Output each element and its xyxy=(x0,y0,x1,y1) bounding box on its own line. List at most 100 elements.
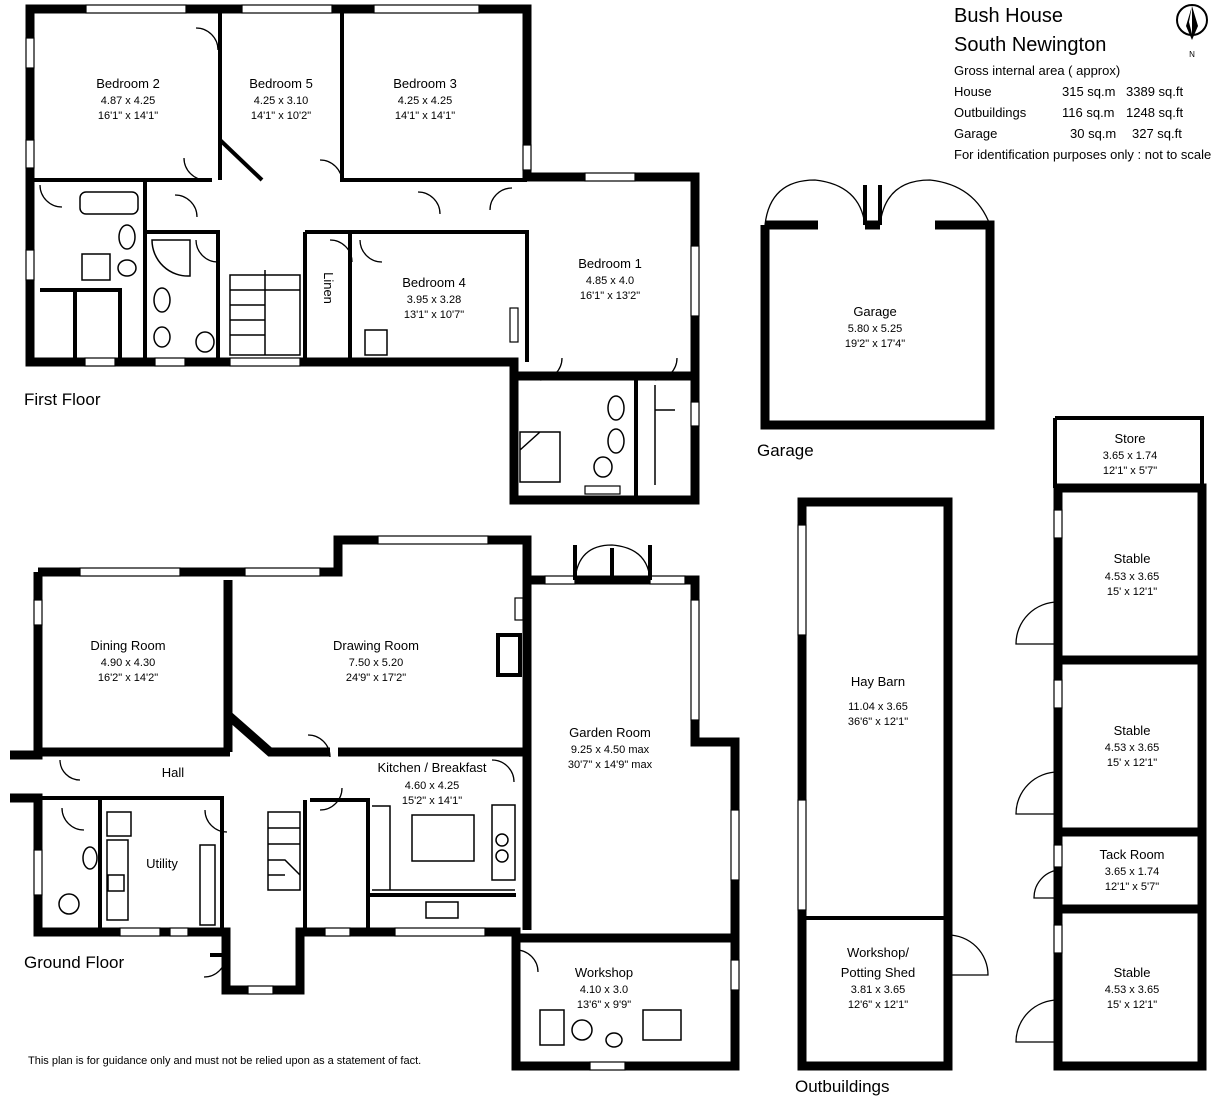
area-heading: Gross internal area ( approx) xyxy=(954,63,1120,78)
sink-icon xyxy=(364,329,388,356)
bath-icon xyxy=(79,191,139,215)
ensuite-wall xyxy=(509,376,700,505)
shower-icon xyxy=(106,811,132,837)
svg-text:16'2" x 14'2": 16'2" x 14'2" xyxy=(98,672,158,684)
svg-text:36'6" x 12'1": 36'6" x 12'1" xyxy=(848,716,908,728)
room-kitchen: Kitchen / Breakfast 4.60 x 4.25 15'2" x … xyxy=(377,760,486,807)
corner-shower-icon xyxy=(151,239,191,277)
room-stable-3: Stable xyxy=(1114,965,1151,980)
svg-text:4.90 x 4.30: 4.90 x 4.30 xyxy=(101,657,155,669)
property-location: South Newington xyxy=(954,34,1106,56)
basin-icon xyxy=(607,428,625,454)
svg-text:Bedroom 4: Bedroom 4 xyxy=(402,275,466,290)
room-tack-room: Tack Room xyxy=(1099,847,1164,862)
svg-text:7.50 x 5.20: 7.50 x 5.20 xyxy=(349,657,403,669)
disclaimer: This plan is for guidance only and must … xyxy=(28,1055,421,1067)
svg-text:12'1" x 5'7": 12'1" x 5'7" xyxy=(1103,465,1157,477)
north-label: N xyxy=(1189,50,1195,59)
svg-text:Dining Room: Dining Room xyxy=(90,638,165,653)
scale-note: For identification purposes only : not t… xyxy=(954,147,1211,162)
svg-text:4.25 x 3.10: 4.25 x 3.10 xyxy=(254,95,308,107)
svg-text:Bedroom 5: Bedroom 5 xyxy=(249,76,313,91)
ground-floor-label: Ground Floor xyxy=(24,953,124,972)
outbuildings-plan: Hay Barn 11.04 x 3.65 36'6" x 12'1" Work… xyxy=(795,416,1207,1096)
svg-text:15' x 12'1": 15' x 12'1" xyxy=(1107,757,1157,769)
svg-text:4.53 x 3.65: 4.53 x 3.65 xyxy=(1105,742,1159,754)
svg-text:4.53 x 3.65: 4.53 x 3.65 xyxy=(1105,984,1159,996)
area-sqft-garage: 327 sq.ft xyxy=(1132,126,1182,141)
svg-text:4.10 x 3.0: 4.10 x 3.0 xyxy=(580,984,628,996)
area-sqm-outbuildings: 116 sq.m xyxy=(1062,105,1115,120)
room-garage: Garage xyxy=(853,304,896,319)
area-sqm-house: 315 sq.m xyxy=(1062,84,1115,99)
svg-text:9.25 x 4.50 max: 9.25 x 4.50 max xyxy=(571,744,650,756)
svg-text:3.65 x 1.74: 3.65 x 1.74 xyxy=(1105,866,1159,878)
room-bedroom4: Bedroom 4 3.95 x 3.28 13'1" x 10'7" xyxy=(402,275,466,321)
svg-text:4.53 x 3.65: 4.53 x 3.65 xyxy=(1105,571,1159,583)
room-linen: Linen xyxy=(321,272,336,304)
area-label-house: House xyxy=(954,84,992,99)
outbuildings-label: Outbuildings xyxy=(795,1077,890,1096)
garage-label: Garage xyxy=(757,441,814,460)
room-dining: Dining Room 4.90 x 4.30 16'2" x 14'2" xyxy=(90,638,165,684)
sink-icon xyxy=(107,874,125,892)
stairs-icon xyxy=(267,811,301,891)
svg-text:15'2" x 14'1": 15'2" x 14'1" xyxy=(402,795,462,807)
basin-icon xyxy=(118,224,136,250)
svg-text:24'9" x 17'2": 24'9" x 17'2" xyxy=(346,672,406,684)
svg-text:Potting Shed: Potting Shed xyxy=(841,965,915,980)
svg-text:Kitchen / Breakfast: Kitchen / Breakfast xyxy=(377,760,486,775)
wc-icon xyxy=(195,331,215,353)
room-utility: Utility xyxy=(146,856,178,871)
hob-icon xyxy=(495,849,509,863)
svg-text:15' x 12'1": 15' x 12'1" xyxy=(1107,586,1157,598)
room-drawing: Drawing Room 7.50 x 5.20 24'9" x 17'2" xyxy=(333,638,419,684)
room-bedroom5: Bedroom 5 4.25 x 3.10 14'1" x 10'2" xyxy=(249,76,313,122)
ground-floor-plan: Dining Room 4.90 x 4.30 16'2" x 14'2" Dr… xyxy=(10,535,740,1071)
wc-icon xyxy=(593,456,613,478)
wc-icon xyxy=(571,1019,593,1041)
basin-icon xyxy=(153,287,171,313)
svg-text:12'6" x 12'1": 12'6" x 12'1" xyxy=(848,999,908,1011)
svg-text:4.60 x 4.25: 4.60 x 4.25 xyxy=(405,780,459,792)
svg-text:14'1" x 14'1": 14'1" x 14'1" xyxy=(395,110,455,122)
area-label-garage: Garage xyxy=(954,126,997,141)
stairs-icon xyxy=(229,270,301,356)
basin-icon xyxy=(607,395,625,421)
room-hall: Hall xyxy=(162,765,185,780)
room-potting-shed: Workshop/ xyxy=(847,945,909,960)
first-floor-plan: Bedroom 2 4.87 x 4.25 16'1" x 14'1" Bedr… xyxy=(24,4,700,505)
basin-icon xyxy=(605,1032,623,1048)
area-sqft-house: 3389 sq.ft xyxy=(1126,84,1183,99)
first-floor-label: First Floor xyxy=(24,390,101,409)
svg-text:Bedroom 2: Bedroom 2 xyxy=(96,76,160,91)
svg-text:11.04 x 3.65: 11.04 x 3.65 xyxy=(848,701,908,713)
svg-text:5.80 x 5.25: 5.80 x 5.25 xyxy=(848,323,902,335)
svg-text:3.65 x 1.74: 3.65 x 1.74 xyxy=(1103,450,1157,462)
room-bedroom1: Bedroom 1 4.85 x 4.0 16'1" x 13'2" xyxy=(578,256,642,302)
svg-text:13'6" x 9'9": 13'6" x 9'9" xyxy=(577,999,631,1011)
svg-text:14'1" x 10'2": 14'1" x 10'2" xyxy=(251,110,311,122)
svg-text:Garden Room: Garden Room xyxy=(569,725,651,740)
kitchen-sink-icon xyxy=(425,901,459,919)
north-arrow-icon: N xyxy=(1176,4,1208,59)
area-label-outbuildings: Outbuildings xyxy=(954,105,1027,120)
wc-icon xyxy=(117,259,137,277)
property-name: Bush House xyxy=(954,5,1063,27)
room-garden: Garden Room 9.25 x 4.50 max 30'7" x 14'9… xyxy=(568,725,653,771)
svg-text:30'7" x 14'9" max: 30'7" x 14'9" max xyxy=(568,759,653,771)
svg-text:4.25 x 4.25: 4.25 x 4.25 xyxy=(398,95,452,107)
svg-text:4.85 x 4.0: 4.85 x 4.0 xyxy=(586,275,634,287)
room-hay-barn: Hay Barn xyxy=(851,674,905,689)
svg-text:4.87 x 4.25: 4.87 x 4.25 xyxy=(101,95,155,107)
svg-text:Bedroom 1: Bedroom 1 xyxy=(578,256,642,271)
room-stable-1: Stable xyxy=(1114,551,1151,566)
plan-header: Bush House South Newington Gross interna… xyxy=(954,5,1211,162)
area-sqft-outbuildings: 1248 sq.ft xyxy=(1126,105,1183,120)
room-store: Store xyxy=(1114,431,1145,446)
svg-text:12'1" x 5'7": 12'1" x 5'7" xyxy=(1105,881,1159,893)
shower-icon xyxy=(519,431,561,483)
basin-icon xyxy=(82,846,98,870)
